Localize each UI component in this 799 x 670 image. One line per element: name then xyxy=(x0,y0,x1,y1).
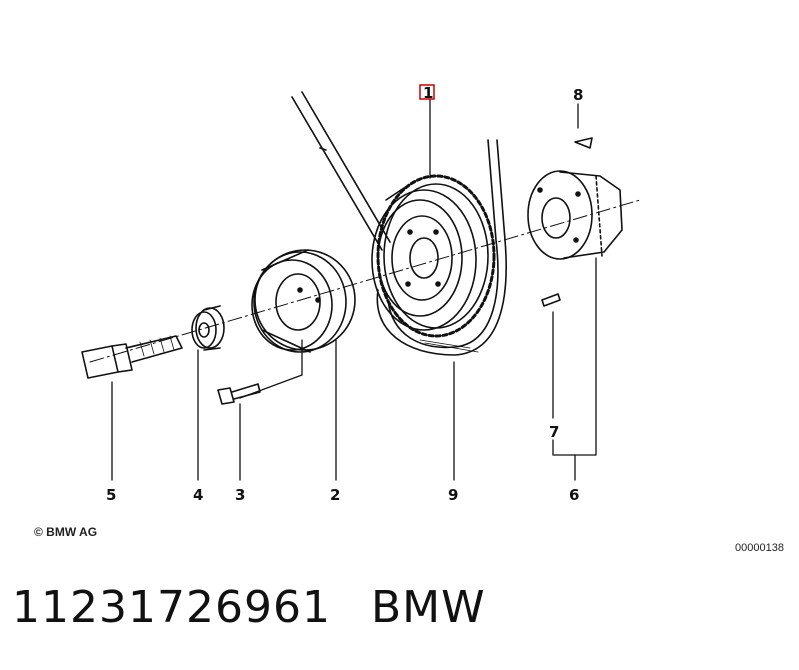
callout-2[interactable]: 2 xyxy=(330,486,340,504)
part-caption: 11231726961 BMW xyxy=(12,582,526,633)
center-bolt xyxy=(81,335,183,379)
callout-1[interactable]: 1 xyxy=(423,84,433,102)
belt-pulley xyxy=(251,249,356,353)
highlight-box xyxy=(419,84,435,100)
copyright-notice: © BMW AG xyxy=(34,525,98,539)
part-number: 11231726961 xyxy=(12,582,331,633)
brand-name: BMW xyxy=(370,582,486,633)
callout-3[interactable]: 3 xyxy=(235,486,245,504)
leader-lines xyxy=(111,99,597,481)
callout-4[interactable]: 4 xyxy=(193,486,203,504)
vibration-damper xyxy=(371,174,496,338)
callout-9[interactable]: 9 xyxy=(448,486,458,504)
callout-7[interactable]: 7 xyxy=(549,423,559,441)
callout-5[interactable]: 5 xyxy=(106,486,116,504)
diagram-number: 00000138 xyxy=(735,542,784,554)
dowel-pin xyxy=(541,293,561,307)
woodruff-key xyxy=(574,137,593,149)
small-bolt xyxy=(217,383,261,405)
drive-belt xyxy=(291,91,507,356)
timing-gear xyxy=(527,170,623,260)
callout-6[interactable]: 6 xyxy=(569,486,579,504)
axis-line xyxy=(89,199,641,363)
spacer-hub xyxy=(191,305,225,351)
callout-8[interactable]: 8 xyxy=(573,86,583,104)
